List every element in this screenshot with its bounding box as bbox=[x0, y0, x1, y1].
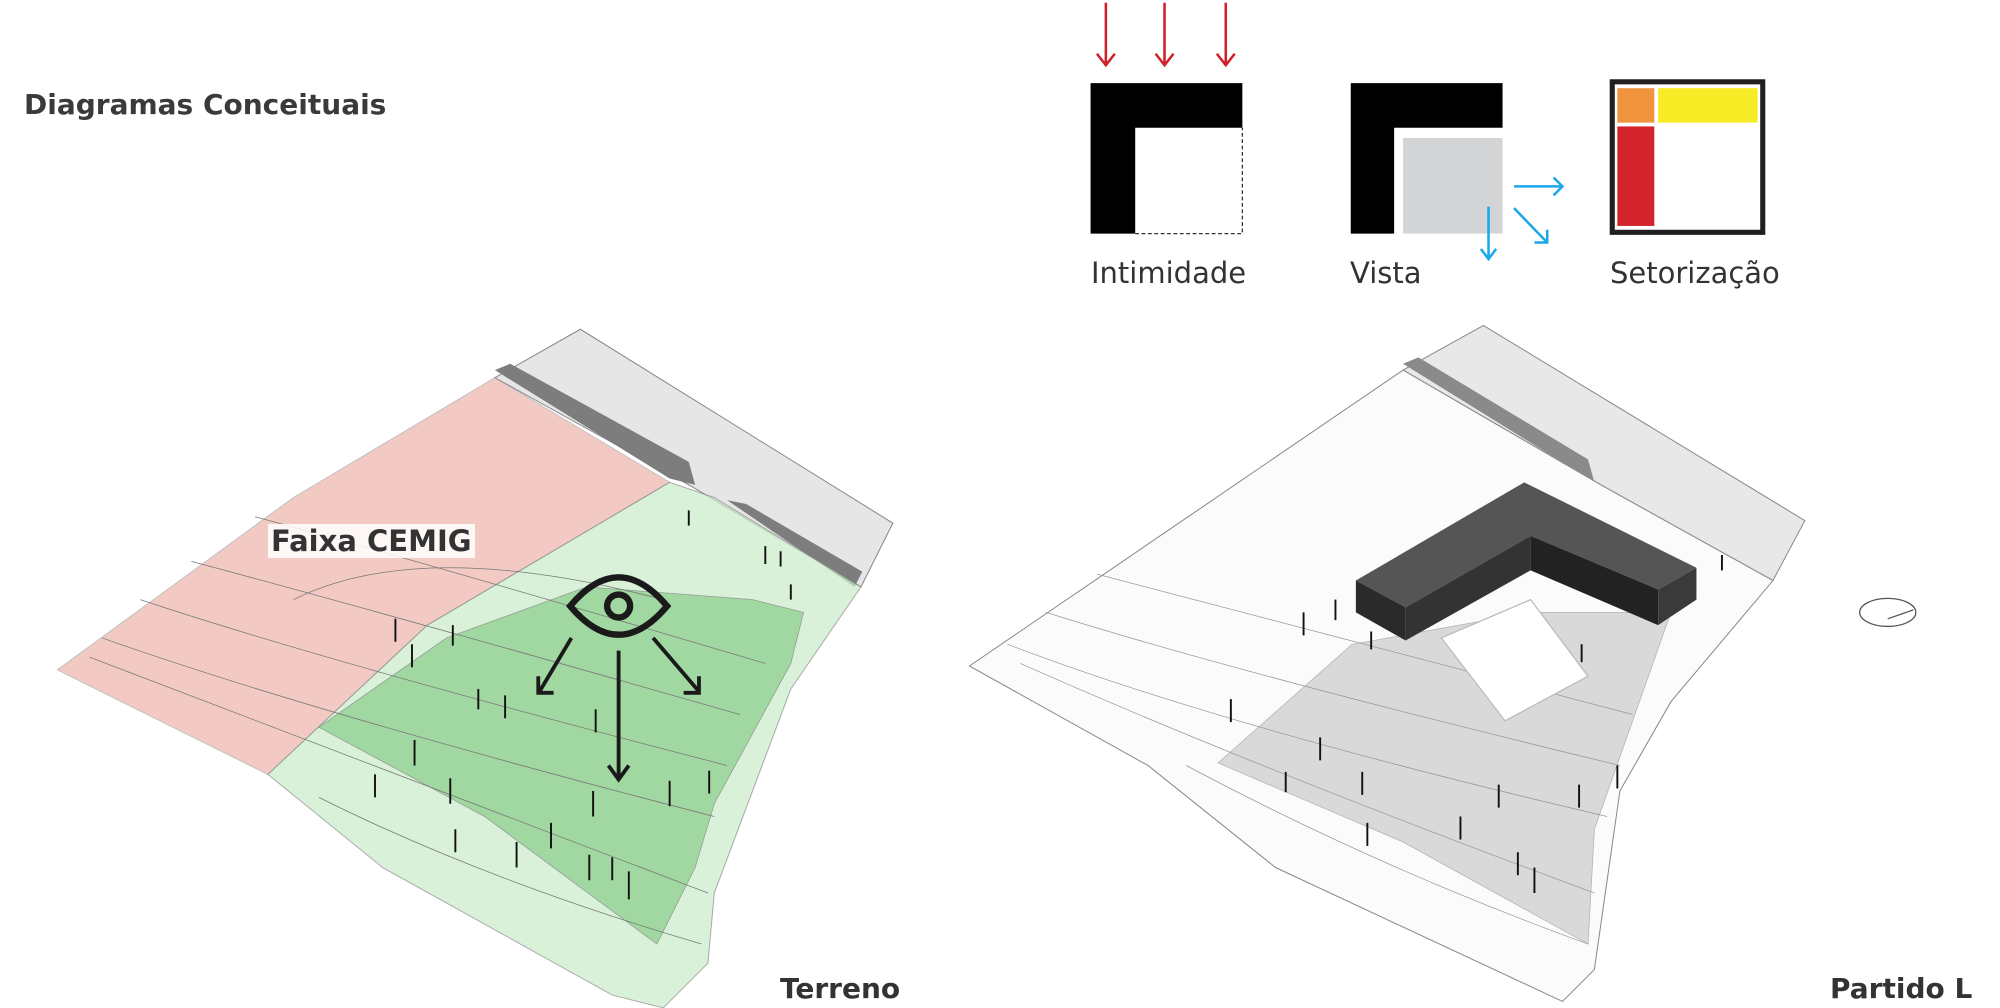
concept-label-setorizacao: Setorização bbox=[1610, 256, 1780, 290]
concept-label-vista: Vista bbox=[1350, 256, 1422, 290]
l-building bbox=[1355, 482, 1697, 641]
caption-terreno: Terreno bbox=[780, 972, 901, 1005]
blue-arrows bbox=[1479, 176, 1565, 262]
terreno-model bbox=[56, 328, 894, 1008]
red-arrows bbox=[1095, 2, 1236, 68]
setorizacao-diagram bbox=[1609, 79, 1766, 235]
intimidade-diagram bbox=[1090, 2, 1243, 235]
l-shape-icon bbox=[1090, 83, 1243, 234]
view-arrows bbox=[536, 636, 701, 783]
faixa-cemig-label: Faixa CEMIG bbox=[268, 524, 475, 558]
caption-partido-l: Partido L bbox=[1830, 972, 1973, 1005]
tree-markers bbox=[374, 510, 792, 900]
partido-l-model bbox=[968, 324, 1917, 1003]
vista-diagram bbox=[1350, 83, 1565, 262]
north-compass-icon bbox=[1859, 597, 1917, 628]
eye-icon bbox=[565, 574, 672, 638]
page-title: Diagramas Conceituais bbox=[24, 88, 387, 121]
concept-label-intimidade: Intimidade bbox=[1091, 256, 1247, 290]
